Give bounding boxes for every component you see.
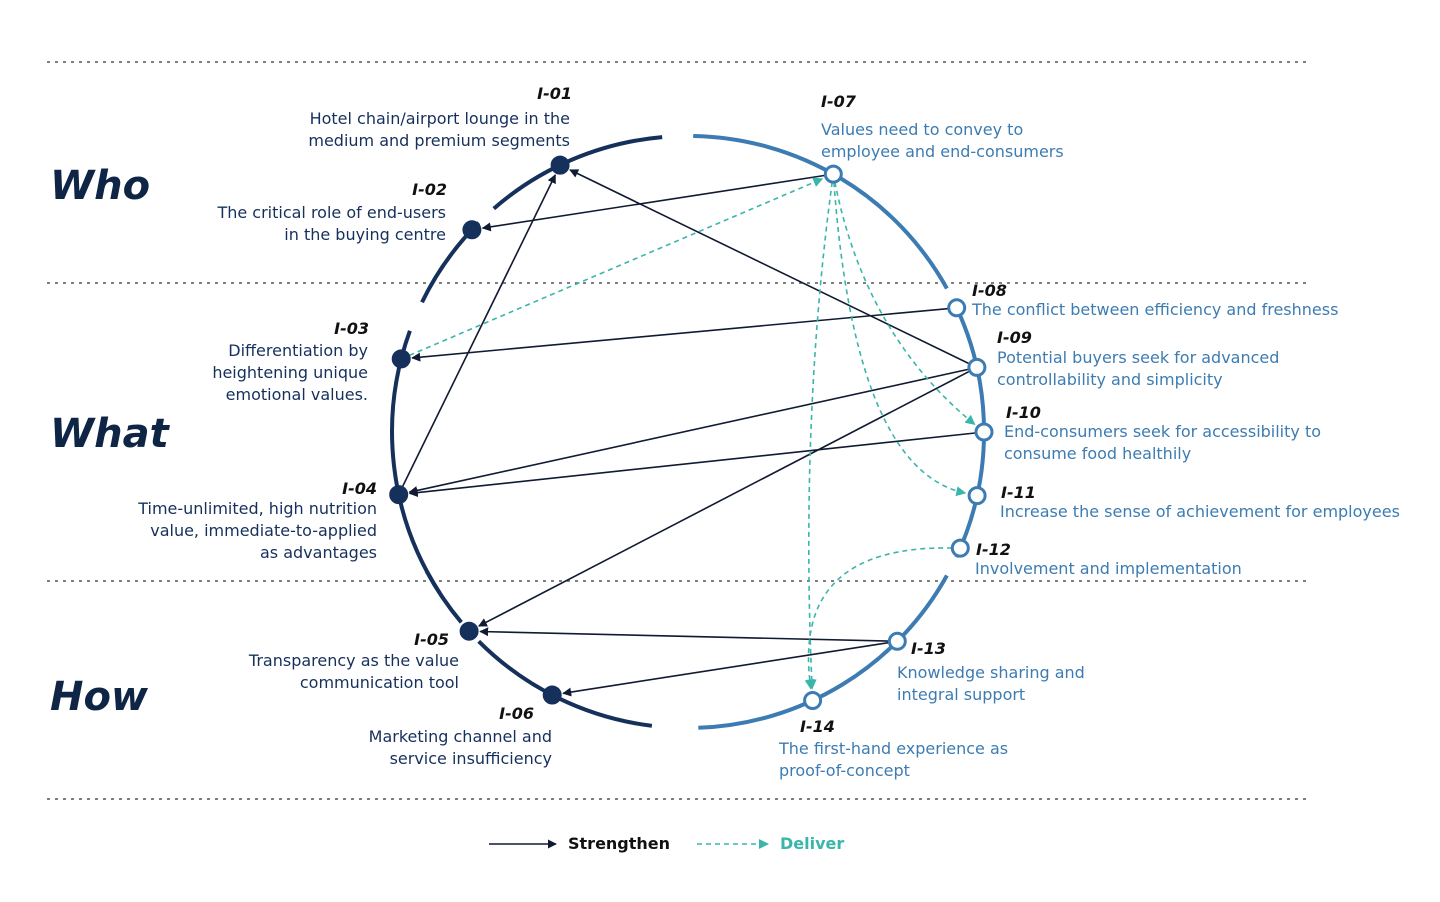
- legend-deliver-label: Deliver: [780, 834, 844, 853]
- edges-layer: [401, 169, 976, 697]
- node-i-06: [542, 685, 562, 705]
- section-dividers: [47, 61, 1308, 800]
- edge-i-04-to-i-01: [401, 174, 557, 487]
- edge-i-13-to-i-06: [562, 641, 889, 697]
- node-id-i-11: I-11: [1001, 483, 1036, 502]
- node-label-i-04-line-3: as advantages: [260, 543, 377, 562]
- node-i-02: [462, 220, 482, 240]
- section-label-how: How: [50, 674, 149, 720]
- edge-i-07-to-i-11: [833, 182, 967, 497]
- arc-how-blue: [698, 574, 949, 730]
- node-i-01: [550, 155, 570, 175]
- edge-i-03-to-i-07: [409, 177, 824, 357]
- node-id-i-13: I-13: [911, 639, 946, 658]
- node-label-i-09-line-1: Potential buyers seek for advanced: [997, 348, 1279, 367]
- edge-i-09-to-i-04: [408, 368, 969, 495]
- edge-i-13-to-i-05: [479, 627, 889, 642]
- node-label-i-09-line-2: controllability and simplicity: [997, 370, 1223, 389]
- node-label-i-05-line-2: communication tool: [300, 673, 459, 692]
- node-label-i-02-line-1: The critical role of end-users: [216, 203, 446, 222]
- node-id-i-01: I-01: [537, 84, 572, 103]
- arc-what-left: [390, 330, 442, 595]
- node-i-12: [950, 538, 970, 558]
- edge-i-09-to-i-01: [569, 169, 970, 365]
- section-label-who: Who: [50, 163, 150, 209]
- node-id-i-06: I-06: [499, 704, 534, 723]
- node-label-i-14-line-2: proof-of-concept: [779, 761, 910, 780]
- node-i-10: [974, 422, 994, 442]
- legend-strengthen-label: Strengthen: [568, 834, 670, 853]
- node-label-i-07-line-1: Values need to convey to: [821, 120, 1023, 139]
- node-label-i-08-line-1: The conflict between efficiency and fres…: [971, 300, 1338, 319]
- node-label-i-13-line-1: Knowledge sharing and: [897, 663, 1085, 682]
- node-label-i-01-line-1: Hotel chain/airport lounge in the: [310, 109, 570, 128]
- node-i-04: [389, 485, 409, 505]
- node-id-i-03: I-03: [334, 319, 369, 338]
- section-label-what: What: [50, 411, 171, 457]
- node-label-i-03-line-2: heightening unique: [212, 363, 368, 382]
- node-i-08: [947, 298, 967, 318]
- node-label-i-03-line-3: emotional values.: [226, 385, 368, 404]
- edge-i-07-to-i-14: [806, 181, 833, 690]
- edge-i-12-to-i-14: [804, 547, 953, 690]
- node-label-i-05-line-1: Transparency as the value: [248, 651, 459, 670]
- arc-who-dark: [492, 135, 663, 211]
- node-label-i-06-line-2: service insufficiency: [390, 749, 552, 768]
- node-label-i-02-line-2: in the buying centre: [284, 225, 446, 244]
- node-i-14: [803, 691, 823, 710]
- node-i-11: [967, 486, 987, 506]
- node-id-i-05: I-05: [414, 630, 449, 649]
- node-i-09: [967, 357, 987, 377]
- node-id-i-14: I-14: [800, 717, 835, 736]
- node-id-i-04: I-04: [342, 479, 377, 498]
- node-id-i-09: I-09: [997, 328, 1032, 347]
- edge-i-07-to-i-10: [834, 181, 976, 426]
- node-label-i-12-line-1: Involvement and implementation: [975, 559, 1242, 578]
- edge-i-07-to-i-02: [481, 174, 825, 232]
- node-label-i-03-line-1: Differentiation by: [228, 341, 368, 360]
- node-label-i-11-line-1: Increase the sense of achievement for em…: [1000, 502, 1400, 521]
- node-label-i-04-line-1: Time-unlimited, high nutrition: [137, 499, 377, 518]
- arc-lower-left: [424, 570, 463, 624]
- node-i-05: [459, 621, 479, 641]
- node-label-i-10-line-1: End-consumers seek for accessibility to: [1004, 422, 1321, 441]
- legend: Strengthen Deliver: [489, 834, 844, 853]
- node-label-i-01-line-2: medium and premium segments: [308, 131, 570, 150]
- node-label-i-13-line-2: integral support: [897, 685, 1025, 704]
- edge-i-08-to-i-03: [411, 307, 948, 362]
- node-i-13: [887, 631, 907, 651]
- node-id-i-10: I-10: [1006, 403, 1041, 422]
- node-id-i-07: I-07: [821, 92, 857, 111]
- edge-i-10-to-i-04: [408, 432, 976, 498]
- node-i-07: [823, 164, 843, 184]
- node-id-i-12: I-12: [976, 540, 1011, 559]
- node-label-i-04-line-2: value, immediate-to-applied: [150, 521, 377, 540]
- node-label-i-07-line-2: employee and end-consumers: [821, 142, 1064, 161]
- node-label-i-14-line-1: The first-hand experience as: [778, 739, 1008, 758]
- node-i-03: [391, 349, 411, 369]
- node-label-i-10-line-2: consume food healthily: [1004, 444, 1191, 463]
- node-id-i-08: I-08: [972, 281, 1007, 300]
- edge-i-09-to-i-05: [478, 370, 970, 627]
- nodes-layer: [389, 155, 994, 710]
- node-id-i-02: I-02: [412, 180, 447, 199]
- node-label-i-06-line-1: Marketing channel and: [369, 727, 552, 746]
